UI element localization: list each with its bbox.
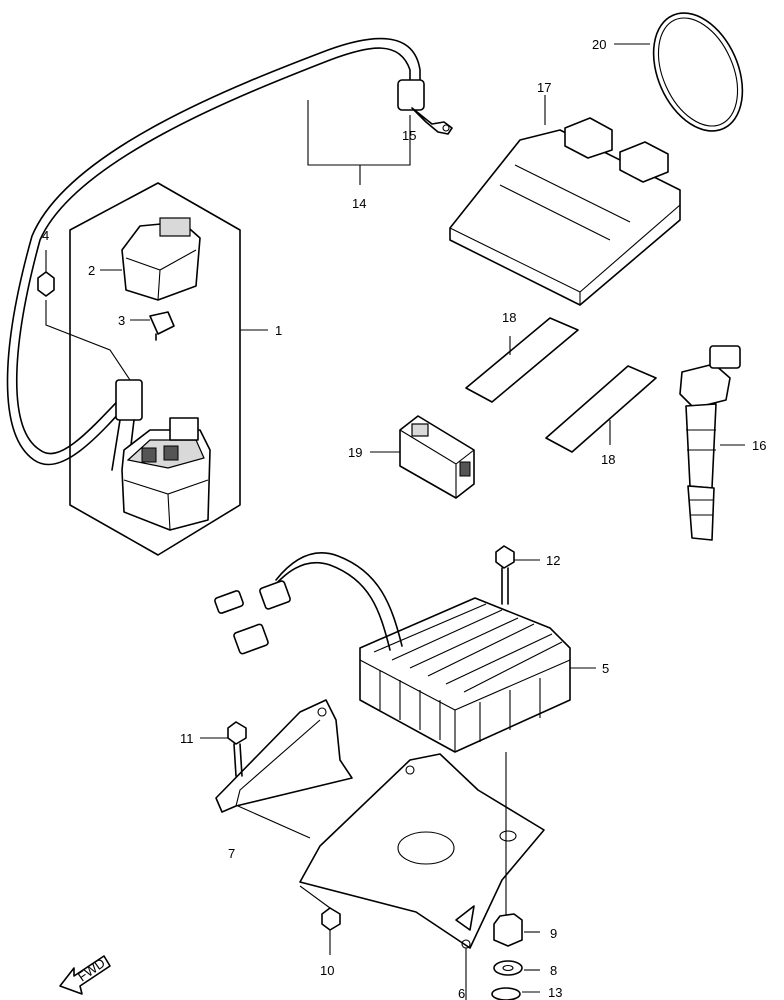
relay-19 bbox=[370, 415, 475, 499]
bolt-4 bbox=[37, 250, 131, 381]
regulator-rectifier bbox=[214, 552, 596, 753]
front-arrow-icon: FWD bbox=[59, 955, 111, 995]
label-5: 5 bbox=[602, 661, 609, 676]
leaders-14-15 bbox=[307, 100, 411, 185]
label-11: 11 bbox=[180, 731, 194, 746]
bracket-7 bbox=[215, 699, 353, 839]
bolt-11 bbox=[200, 721, 247, 777]
fuse bbox=[130, 311, 175, 341]
rubber-band bbox=[614, 12, 744, 132]
label-2: 2 bbox=[88, 263, 95, 278]
label-19: 19 bbox=[348, 445, 362, 460]
label-4: 4 bbox=[42, 228, 49, 243]
bolt-12 bbox=[495, 545, 540, 605]
reference-numbers: 1 2 3 4 5 6 7 8 9 10 11 12 13 14 15 16 1… bbox=[42, 37, 766, 1000]
label-15: 15 bbox=[402, 128, 416, 143]
label-1: 1 bbox=[275, 323, 282, 338]
bolt-10 bbox=[299, 885, 341, 955]
battery-cable bbox=[6, 37, 453, 471]
label-13: 13 bbox=[548, 985, 562, 1000]
relay-cover bbox=[100, 217, 201, 301]
label-6: 6 bbox=[458, 986, 465, 1000]
nut-13 bbox=[491, 987, 540, 1000]
grommet-9 bbox=[493, 913, 540, 947]
starter-relay-assembly bbox=[69, 182, 268, 556]
label-14: 14 bbox=[352, 196, 366, 211]
ignition-coil bbox=[679, 345, 745, 541]
cushion-lower bbox=[545, 365, 657, 453]
label-18-lower: 18 bbox=[601, 452, 615, 467]
label-9: 9 bbox=[550, 926, 557, 941]
label-16: 16 bbox=[752, 438, 766, 453]
label-18-upper: 18 bbox=[502, 310, 516, 325]
label-8: 8 bbox=[550, 963, 557, 978]
cushion-upper bbox=[465, 317, 579, 403]
bracket-6 bbox=[299, 753, 545, 1000]
label-7: 7 bbox=[228, 846, 235, 861]
ecm-unit bbox=[449, 95, 681, 306]
label-20: 20 bbox=[592, 37, 606, 52]
label-3: 3 bbox=[118, 313, 125, 328]
label-10: 10 bbox=[320, 963, 334, 978]
label-17: 17 bbox=[537, 80, 551, 95]
collar-8 bbox=[493, 960, 540, 976]
starter-relay bbox=[121, 417, 211, 531]
label-12: 12 bbox=[546, 553, 560, 568]
